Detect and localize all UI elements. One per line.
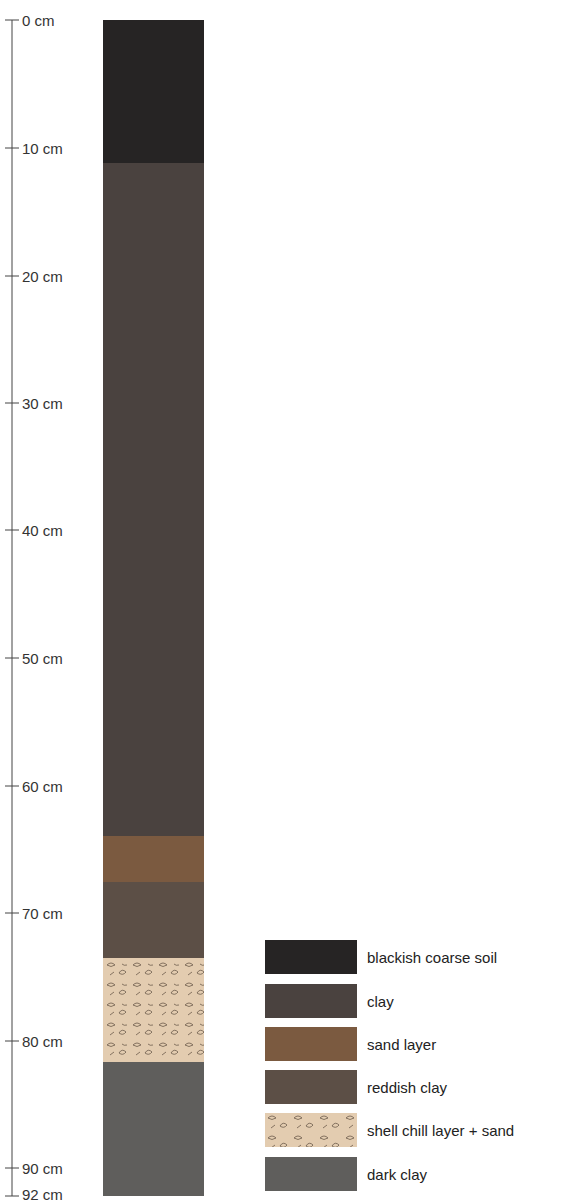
layer-dark-clay <box>103 1062 204 1196</box>
legend-text: sand layer <box>367 1037 436 1052</box>
legend-swatch <box>265 1113 357 1147</box>
legend-swatch <box>265 1070 357 1104</box>
layer-shell <box>103 958 204 1062</box>
layer-shell-texture <box>103 958 204 1062</box>
depth-label: 40 cm <box>22 523 63 538</box>
scale-ticks <box>5 20 19 1196</box>
legend-texture <box>265 1113 357 1147</box>
layer-clay <box>103 163 204 836</box>
legend-text: blackish coarse soil <box>367 950 497 965</box>
depth-label: 60 cm <box>22 779 63 794</box>
legend-swatch <box>265 1027 357 1061</box>
depth-label: 10 cm <box>22 141 63 156</box>
depth-label: 0 cm <box>22 13 55 28</box>
layer-reddish-clay <box>103 882 204 958</box>
depth-label: 50 cm <box>22 651 63 666</box>
layer-coarse-soil <box>103 20 204 163</box>
legend-text: reddish clay <box>367 1080 447 1095</box>
depth-label: 92 cm <box>22 1187 63 1202</box>
legend-swatch <box>265 984 357 1018</box>
scale-axis <box>12 20 13 1196</box>
legend-text: dark clay <box>367 1167 427 1182</box>
legend-text: shell chill layer + sand <box>367 1123 514 1138</box>
legend-swatch <box>265 940 357 974</box>
depth-label: 30 cm <box>22 396 63 411</box>
layer-sand <box>103 836 204 882</box>
depth-label: 90 cm <box>22 1161 63 1176</box>
legend-text: clay <box>367 994 394 1009</box>
legend-swatch <box>265 1157 357 1191</box>
depth-label: 20 cm <box>22 269 63 284</box>
depth-label: 80 cm <box>22 1034 63 1049</box>
depth-label: 70 cm <box>22 906 63 921</box>
